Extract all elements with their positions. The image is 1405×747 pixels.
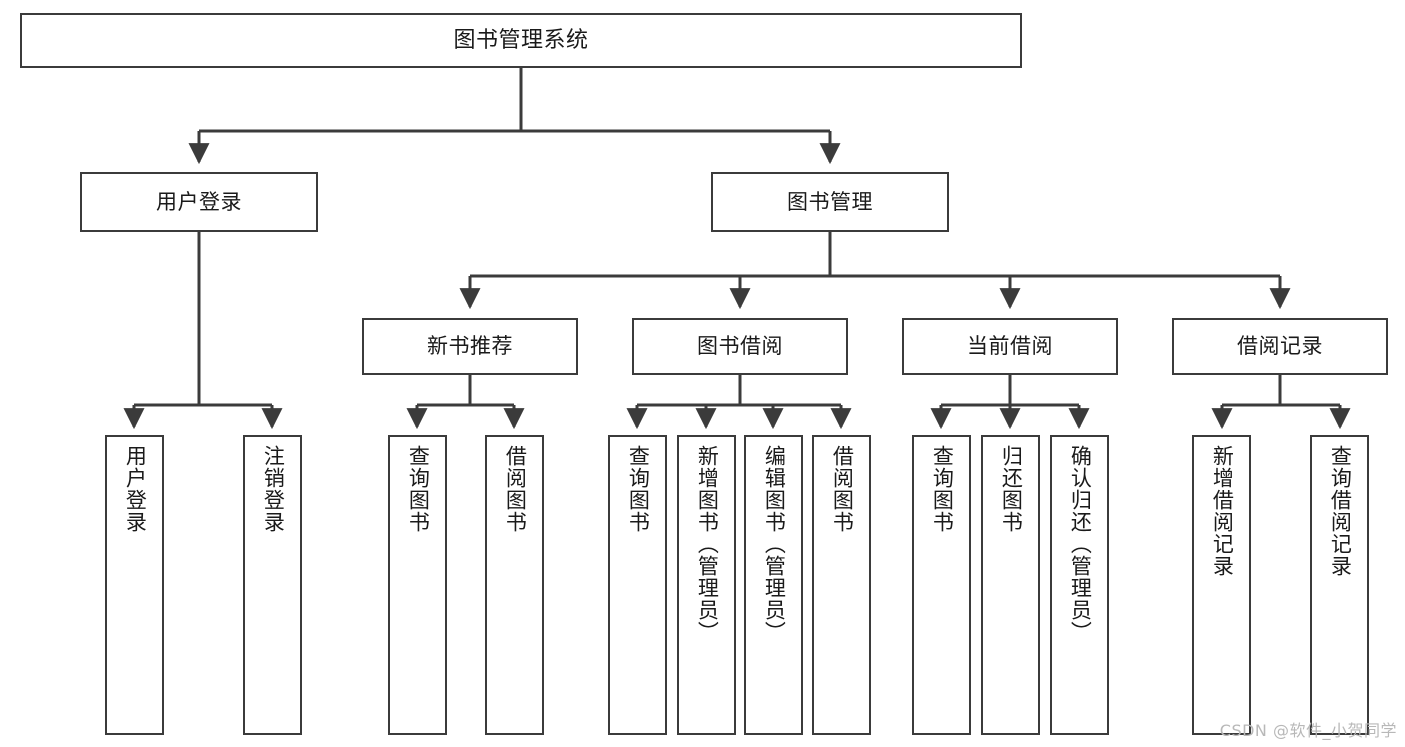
leaf-borrow-books[interactable]: 借阅图书 xyxy=(812,435,871,735)
node-label: 归还图书 xyxy=(999,445,1024,533)
node-label: 借阅图书 xyxy=(830,445,855,533)
node-label: 注销登录 xyxy=(261,445,286,533)
node-label: 借阅图书 xyxy=(503,445,528,533)
leaf-query-books-borrow[interactable]: 查询图书 xyxy=(608,435,667,735)
leaf-add-borrow-record[interactable]: 新增借阅记录 xyxy=(1192,435,1251,735)
node-book-borrowing[interactable]: 图书借阅 xyxy=(632,318,848,375)
node-label: 新增借阅记录 xyxy=(1210,445,1235,577)
node-borrowing-records[interactable]: 借阅记录 xyxy=(1172,318,1388,375)
node-label: 图书借阅 xyxy=(697,334,783,359)
node-label: 用户登录 xyxy=(156,189,242,214)
node-book-management[interactable]: 图书管理 xyxy=(711,172,949,232)
leaf-logout[interactable]: 注销登录 xyxy=(243,435,302,735)
csdn-watermark: CSDN @软件_小贺同学 xyxy=(1219,721,1397,740)
leaf-add-book-admin[interactable]: 新增图书（管理员） xyxy=(677,435,736,735)
leaf-return-books[interactable]: 归还图书 xyxy=(981,435,1040,735)
node-current-borrowing[interactable]: 当前借阅 xyxy=(902,318,1118,375)
node-label: 确认归还（管理员） xyxy=(1068,445,1093,643)
leaf-edit-book-admin[interactable]: 编辑图书（管理员） xyxy=(744,435,803,735)
node-label: 图书管理系统 xyxy=(453,27,589,53)
node-label: 借阅记录 xyxy=(1237,334,1323,359)
node-new-book-recommendation[interactable]: 新书推荐 xyxy=(362,318,578,375)
node-label: 新增图书（管理员） xyxy=(695,445,720,643)
node-label: 查询图书 xyxy=(930,445,955,533)
node-label: 查询图书 xyxy=(626,445,651,533)
leaf-confirm-return-admin[interactable]: 确认归还（管理员） xyxy=(1050,435,1109,735)
leaf-borrow-books-new[interactable]: 借阅图书 xyxy=(485,435,544,735)
node-label: 查询借阅记录 xyxy=(1328,445,1353,577)
node-label: 用户登录 xyxy=(123,445,148,533)
node-label: 编辑图书（管理员） xyxy=(762,445,787,643)
node-label: 查询图书 xyxy=(406,445,431,533)
node-user-login[interactable]: 用户登录 xyxy=(80,172,318,232)
leaf-query-books-current[interactable]: 查询图书 xyxy=(912,435,971,735)
node-label: 图书管理 xyxy=(787,189,873,214)
node-root-book-management-system[interactable]: 图书管理系统 xyxy=(20,13,1022,68)
leaf-query-books-new[interactable]: 查询图书 xyxy=(388,435,447,735)
node-label: 当前借阅 xyxy=(967,334,1053,359)
node-label: 新书推荐 xyxy=(427,334,513,359)
leaf-user-login[interactable]: 用户登录 xyxy=(105,435,164,735)
leaf-query-borrow-record[interactable]: 查询借阅记录 xyxy=(1310,435,1369,735)
